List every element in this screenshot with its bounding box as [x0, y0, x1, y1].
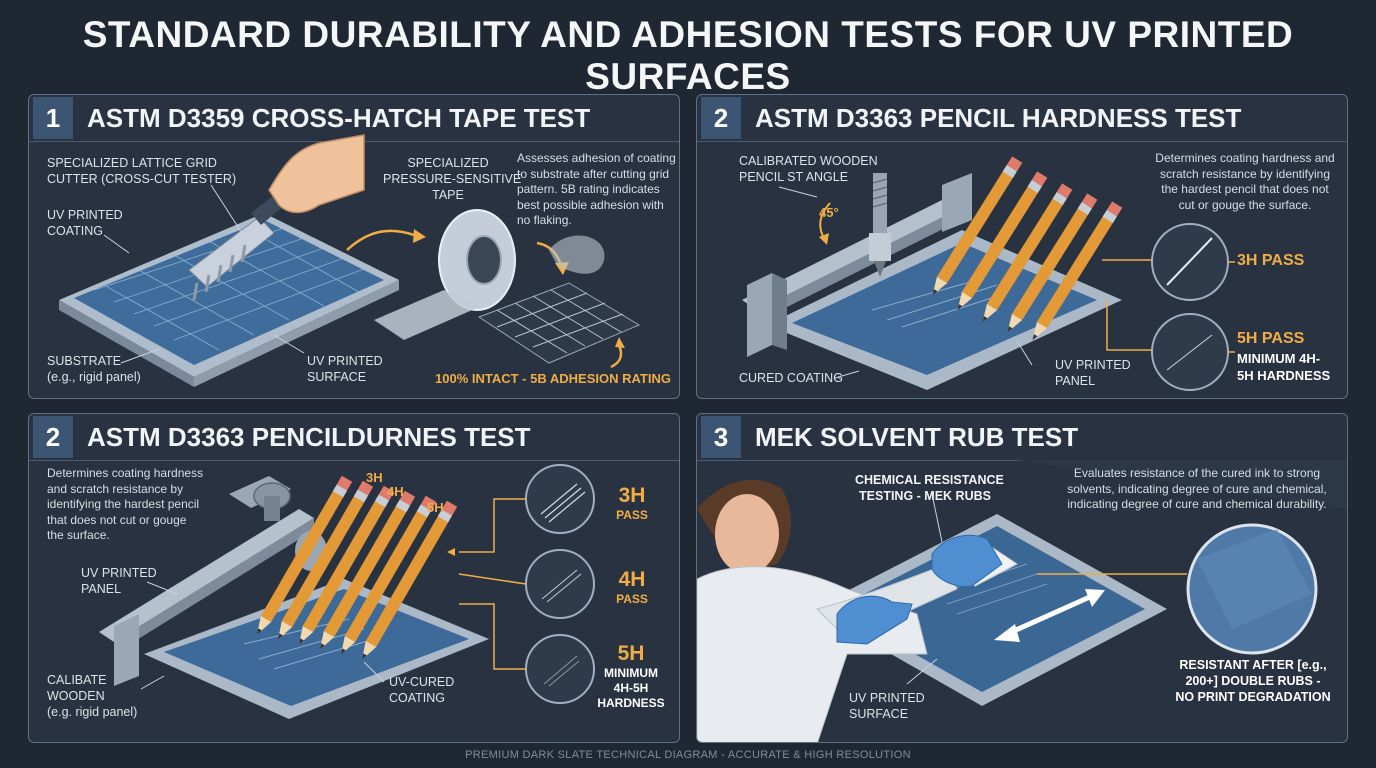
panel-number-badge: 3: [701, 416, 741, 458]
panel-header: 3 MEK SOLVENT RUB TEST: [697, 414, 1347, 460]
header-divider: [697, 141, 1347, 142]
mek-description: Evaluates resistance of the cured ink to…: [1067, 466, 1327, 512]
panel-pencil-test-alt: 2 ASTM D3363 PENCILDURNES TEST: [28, 413, 680, 743]
panel-title: ASTM D3363 PENCILDURNES TEST: [87, 421, 531, 452]
pencil-set: [932, 156, 1123, 341]
page-footer: PREMIUM DARK SLATE TECHNICAL DIAGRAM - A…: [465, 749, 911, 761]
mek-result: RESISTANT AFTER [e.g.,200+] DOUBLE RUBS …: [1175, 658, 1331, 704]
panel-header: 2 ASTM D3363 PENCIL HARDNESS TEST: [697, 95, 1347, 141]
panel-number-badge: 1: [33, 97, 73, 139]
adhesion-result: 100% INTACT - 5B ADHESION RATING: [435, 371, 671, 386]
panel-title: ASTM D3363 PENCIL HARDNESS TEST: [755, 102, 1242, 133]
page-title: STANDARD DURABILITY AND ADHESION TESTS F…: [82, 14, 1294, 97]
panel-number-badge: 2: [701, 97, 741, 139]
panel-pencil-hardness-test: 2 ASTM D3363 PENCIL HARDNESS TEST: [696, 94, 1348, 399]
panel-header: 2 ASTM D3363 PENCILDURNES TEST: [29, 414, 679, 460]
header-divider: [29, 460, 679, 461]
result-5h-hardness: MINIMUM 4H-5H HARDNESS: [1237, 351, 1331, 383]
pencil-hardness-illustration: [742, 156, 1235, 391]
angle-label: 45°: [819, 205, 839, 220]
result-5h: 5H MINIMUM 4H-5H HARDNESS: [597, 642, 665, 710]
pencil-mark-3h: 3H: [366, 470, 383, 485]
panel-header: 1 ASTM D3359 CROSS-HATCH TAPE TEST: [29, 95, 679, 141]
cured-coating-label: CURED COATING: [739, 371, 843, 385]
panel-title: MEK SOLVENT RUB TEST: [755, 421, 1079, 452]
result-5h-pass: 5H PASS: [1237, 330, 1305, 347]
panel-title: ASTM D3359 CROSS-HATCH TAPE TEST: [87, 102, 591, 133]
result-3h-pass: 3H PASS: [1237, 252, 1305, 269]
result-4h: 4H PASS: [616, 568, 648, 606]
result-3h: 3H PASS: [616, 484, 648, 522]
cross-hatch-illustration: [59, 134, 641, 387]
substrate-label: SUBSTRATE(e.g., rigid panel): [47, 354, 141, 384]
pencil-mark-4h: 4H: [387, 484, 404, 499]
pencil-test-illustration: [99, 464, 595, 719]
pencil-set: [257, 475, 458, 660]
panel-mek-rub-test: 3 MEK SOLVENT RUB TEST: [696, 413, 1348, 743]
pencil-mark-5h: 5H: [427, 500, 444, 515]
panel-cross-hatch-test: 1 ASTM D3359 CROSS-HATCH TAPE TEST: [28, 94, 680, 399]
mek-rub-illustration: [697, 460, 1347, 742]
panel-number-badge: 2: [33, 416, 73, 458]
